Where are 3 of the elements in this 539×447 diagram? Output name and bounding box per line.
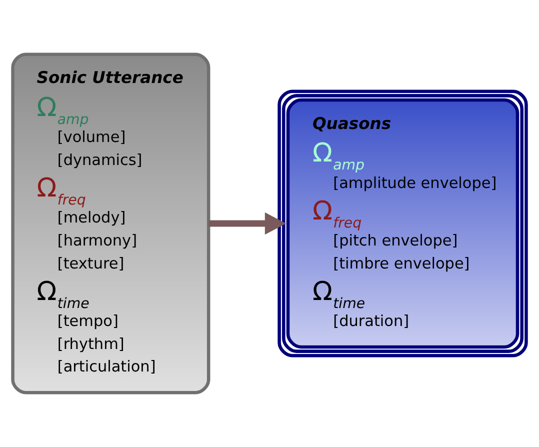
node-box: Sonic Utterance Ω$_{amp}$ [volume] [dynamics] Ω$_{freq}$ [melody] [harmony] [texture] Ω$_{time}$ [tempo] [rhythm] [articulation] bbox=[11, 52, 210, 394]
node-box: Quasons Ω$_{amp}$ [amplitude envelope] Ω$_{freq}$ [pitch envelope] [timbre envelope] Ω$_{time}$ [duration] bbox=[278, 90, 528, 358]
arrow bbox=[208, 212, 286, 235]
